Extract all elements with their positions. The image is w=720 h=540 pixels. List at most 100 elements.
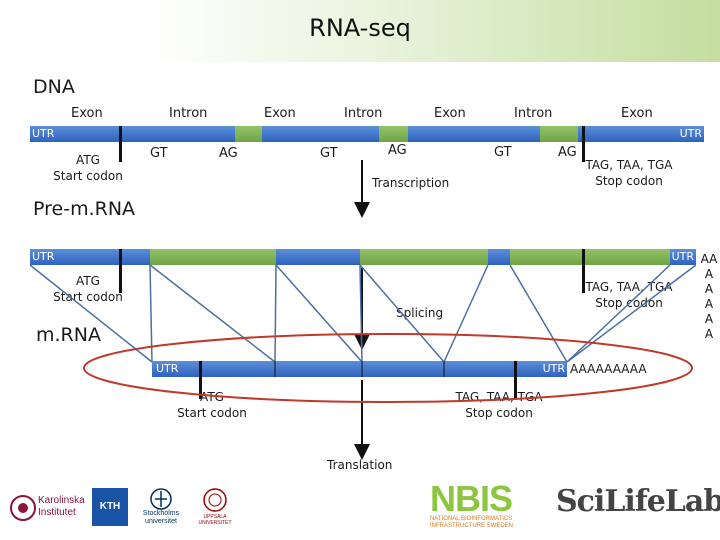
splicing-junction-lines	[29, 264, 697, 363]
junction-line-3	[149, 264, 276, 363]
premrna-intron-3	[510, 249, 670, 265]
mrna-start-codon-line1: ATG	[200, 390, 224, 404]
nbis-sub-line1: NATIONAL BIOINFORMATICS	[430, 516, 513, 522]
stockholm-university-logo: Stockholms universitet	[136, 488, 186, 528]
dna-region-intron-1: Intron	[169, 106, 208, 121]
premrna-utr-right: UTR	[671, 250, 694, 263]
junction-line-7	[359, 264, 445, 363]
nbis-sub-line2: INFRASTRUCTURE SWEDEN	[430, 523, 514, 529]
dna-start-codon-line1: ATG	[76, 153, 100, 167]
mrna-utr-right: UTR	[542, 362, 565, 375]
premrna-intron-2	[360, 249, 488, 265]
dna-region-intron-3: Intron	[514, 106, 553, 121]
junction-line-5	[275, 264, 363, 363]
dna-region-exon-4: Exon	[621, 106, 653, 121]
nbis-logo: NBIS NATIONAL BIOINFORMATICS INFRASTRUCT…	[430, 478, 540, 534]
splicing-label: Splicing	[396, 306, 444, 320]
stockholm-wordmark: Stockholms universitet	[136, 510, 186, 526]
poly-a-line1: AA	[700, 252, 718, 266]
poly-a-letter-3: A	[704, 297, 714, 311]
stockholm-line2: universitet	[145, 518, 177, 525]
stockholm-line1: Stockholms	[142, 510, 180, 517]
mrna-exon-strip	[152, 361, 567, 377]
splice-ag-3: AG	[558, 145, 577, 160]
mrna-poly-a: AAAAAAAAA	[570, 362, 647, 376]
junction-line-6	[359, 264, 363, 363]
dna-intron-1	[235, 126, 262, 142]
dna-intron-3	[540, 126, 578, 142]
premrna-start-codon-line2: Start codon	[53, 290, 123, 304]
junction-line-4	[274, 264, 277, 363]
mrna-stop-codon-line2: Stop codon	[465, 406, 533, 420]
mrna-start-tick	[199, 361, 202, 399]
nbis-wordmark: NBIS	[430, 478, 513, 519]
splice-gt-2: GT	[320, 146, 338, 161]
poly-a-tail: AA A A A A A	[698, 252, 720, 342]
scilifelab-logo: SciLifeLab	[556, 484, 720, 524]
splice-gt-3: GT	[494, 145, 512, 160]
stockholm-crest-icon	[150, 488, 172, 510]
dna-utr-left: UTR	[32, 127, 55, 140]
mrna-stop-tick	[514, 361, 517, 399]
uppsala-university-logo: UPPSALA UNIVERSITET	[190, 488, 240, 528]
scilifelab-wordmark: SciLifeLab	[556, 484, 720, 519]
junction-line-1	[29, 264, 153, 363]
mrna-heading: m.RNA	[36, 324, 101, 346]
kth-wordmark: KTH	[99, 501, 121, 512]
dna-start-codon-label: ATG Start codon	[53, 152, 123, 184]
uppsala-seal-icon	[203, 488, 227, 512]
mrna-start-codon-line2: Start codon	[177, 406, 247, 420]
nbis-subtitle: NATIONAL BIOINFORMATICS INFRASTRUCTURE S…	[430, 516, 513, 530]
dna-stop-codon-line2: Stop codon	[595, 174, 663, 188]
junction-line-11	[566, 264, 697, 363]
mrna-start-codon-label: ATG Start codon	[177, 389, 247, 421]
dna-heading: DNA	[33, 76, 75, 98]
premrna-utr-left: UTR	[32, 250, 55, 263]
premrna-start-codon-label: ATG Start codon	[53, 273, 123, 305]
dna-bar: UTR UTR	[30, 126, 704, 142]
dna-region-intron-2: Intron	[344, 106, 383, 121]
mrna-bar: UTR UTR	[152, 361, 567, 377]
slide-title: RNA-seq	[309, 14, 411, 42]
junction-line-8	[443, 264, 489, 363]
poly-a-letter-5: A	[704, 327, 714, 341]
poly-a-letter-4: A	[704, 312, 714, 326]
dna-region-exon-2: Exon	[264, 106, 296, 121]
mrna-segment-dividers	[274, 361, 445, 377]
translation-label: Translation	[327, 458, 393, 472]
dna-region-exon-1: Exon	[71, 106, 103, 121]
header-band	[0, 0, 720, 62]
karolinska-line2: Institutet	[38, 507, 76, 518]
splice-gt-1: GT	[150, 146, 168, 161]
premrna-heading: Pre-m.RNA	[33, 198, 136, 220]
splice-ag-1: AG	[219, 146, 238, 161]
karolinska-emblem-icon	[10, 495, 36, 521]
mrna-highlight-ellipse	[83, 333, 693, 403]
premrna-intron-1	[150, 249, 276, 265]
poly-a-letter-1: A	[704, 267, 714, 281]
dna-region-exon-3: Exon	[434, 106, 466, 121]
junction-line-9	[509, 264, 568, 363]
dna-intron-2	[379, 126, 408, 142]
dna-stop-tick	[582, 126, 585, 162]
karolinska-wordmark: Karolinska Institutet	[38, 495, 85, 519]
poly-a-letter-2: A	[704, 282, 714, 296]
dna-utr-right: UTR	[679, 127, 702, 140]
splice-ag-2: AG	[388, 143, 407, 158]
karolinska-line1: Karolinska	[38, 495, 85, 506]
karolinska-logo: Karolinska Institutet	[10, 490, 90, 526]
dna-exon-strip	[30, 126, 704, 142]
dna-stop-codon-line1: TAG, TAA, TGA	[585, 158, 673, 172]
mrna-utr-left: UTR	[156, 362, 179, 375]
premrna-stop-tick	[582, 249, 585, 293]
junction-line-10	[566, 264, 671, 363]
kth-logo: KTH	[92, 488, 128, 526]
dna-stop-codon-label: TAG, TAA, TGA Stop codon	[586, 157, 673, 189]
dna-start-tick	[119, 126, 122, 162]
premrna-start-codon-line1: ATG	[76, 274, 100, 288]
uppsala-wordmark: UPPSALA UNIVERSITET	[198, 514, 232, 526]
transcription-label: Transcription	[372, 176, 450, 190]
dna-start-codon-line2: Start codon	[53, 169, 123, 183]
premrna-start-tick	[119, 249, 122, 293]
